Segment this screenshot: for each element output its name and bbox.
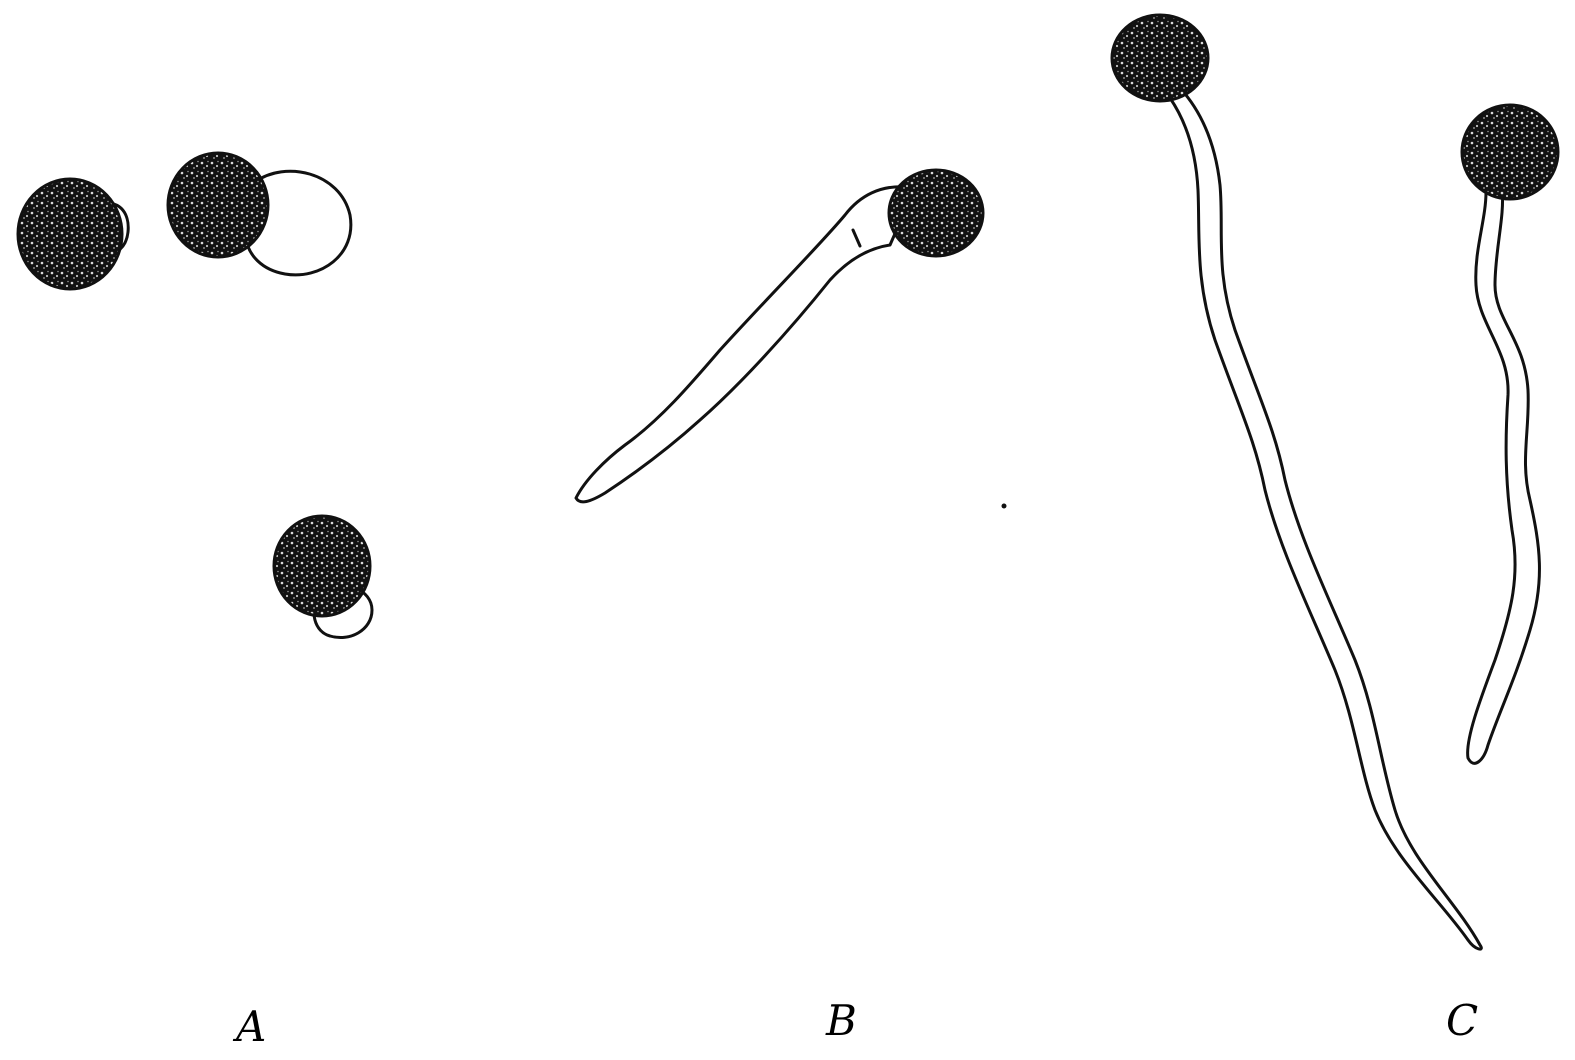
hypha-c-long — [1170, 88, 1481, 949]
hypha-c-short — [1468, 190, 1540, 763]
spore-b — [889, 170, 983, 256]
spore-a1 — [18, 179, 122, 289]
panel-b-illustration — [576, 170, 1007, 509]
stray-dot — [1002, 504, 1007, 509]
spore-c2 — [1462, 105, 1558, 199]
panel-label-a: A — [236, 1006, 266, 1048]
spore-a3 — [274, 516, 370, 616]
spore-c1 — [1112, 15, 1208, 101]
spore-a2 — [168, 153, 268, 257]
panel-label-b: B — [826, 1000, 857, 1042]
panel-a-illustration — [18, 153, 372, 638]
germ-tube-b — [576, 187, 915, 502]
panel-c-illustration — [1112, 15, 1558, 949]
panel-label-c: C — [1446, 1000, 1478, 1042]
